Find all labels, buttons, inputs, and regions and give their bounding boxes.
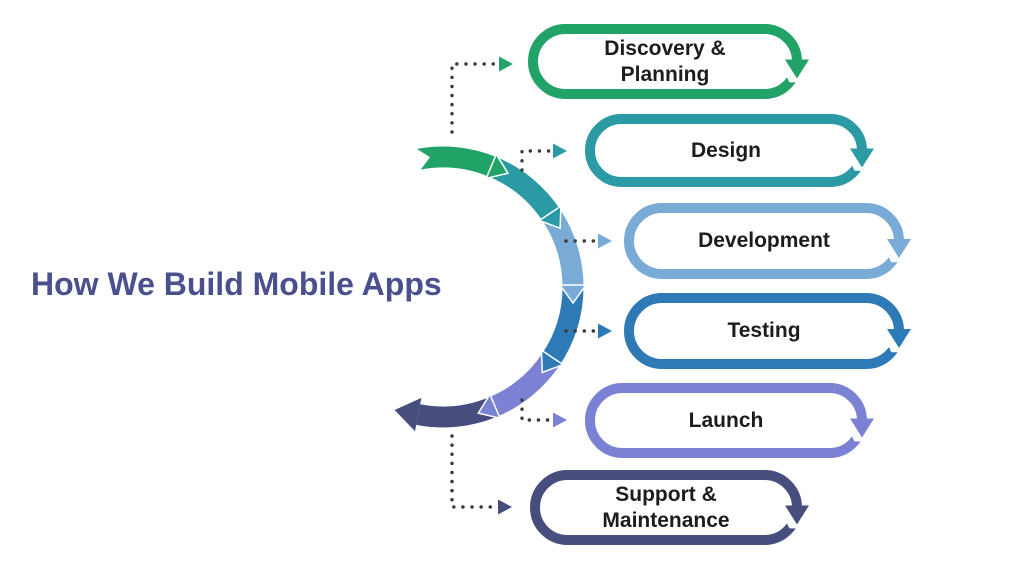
dotted-connector-launch bbox=[520, 398, 554, 422]
flow-joint-arrowhead-launch bbox=[477, 392, 502, 420]
flow-start-fishtail bbox=[414, 147, 430, 172]
connector-arrowhead-launch bbox=[553, 412, 567, 428]
flow-segment-development bbox=[542, 209, 584, 288]
connector-arrowhead-discovery-planning bbox=[499, 56, 513, 72]
stage-label: Discovery & Planning bbox=[604, 36, 726, 86]
flow-joint-arrowhead-discovery-planning bbox=[484, 152, 510, 180]
stage-label: Support & Maintenance bbox=[602, 482, 730, 532]
flow-segment-support-maintenance bbox=[416, 397, 498, 428]
flow-segment-testing bbox=[542, 286, 584, 365]
flow-joint-arrowhead-development bbox=[558, 284, 588, 305]
stage-pill-launch: Launch bbox=[585, 383, 867, 458]
stage-pill-support-maintenance: Support & Maintenance bbox=[530, 470, 802, 545]
dotted-connector-design bbox=[520, 149, 554, 172]
connector-arrowhead-development bbox=[598, 233, 612, 249]
stage-pill-development: Development bbox=[624, 203, 904, 279]
connector-arrowhead-testing bbox=[598, 323, 612, 339]
stage-pill-testing: Testing bbox=[624, 293, 904, 369]
connector-arrowhead-support-maintenance bbox=[498, 499, 512, 515]
flow-segment-discovery-planning bbox=[416, 146, 498, 177]
dotted-connector-discovery-planning bbox=[450, 62, 500, 134]
stage-pill-design: Design bbox=[585, 114, 867, 187]
stage-label: Design bbox=[690, 138, 761, 162]
stage-label: Development bbox=[698, 229, 830, 252]
flow-joint-arrowhead-testing bbox=[540, 348, 565, 374]
flow-segment-design bbox=[488, 157, 560, 221]
stage-label: Launch bbox=[688, 408, 764, 432]
flow-end-arrowhead bbox=[394, 397, 422, 432]
flow-joint-arrowhead-design bbox=[537, 204, 562, 230]
stage-pill-discovery-planning: Discovery & Planning bbox=[528, 24, 802, 99]
connector-arrowhead-design bbox=[553, 143, 567, 159]
dotted-connector-support-maintenance bbox=[450, 434, 499, 509]
stage-label: Testing bbox=[727, 319, 801, 342]
flow-segment-launch bbox=[488, 353, 560, 417]
diagram-title: How We Build Mobile Apps bbox=[31, 266, 442, 302]
